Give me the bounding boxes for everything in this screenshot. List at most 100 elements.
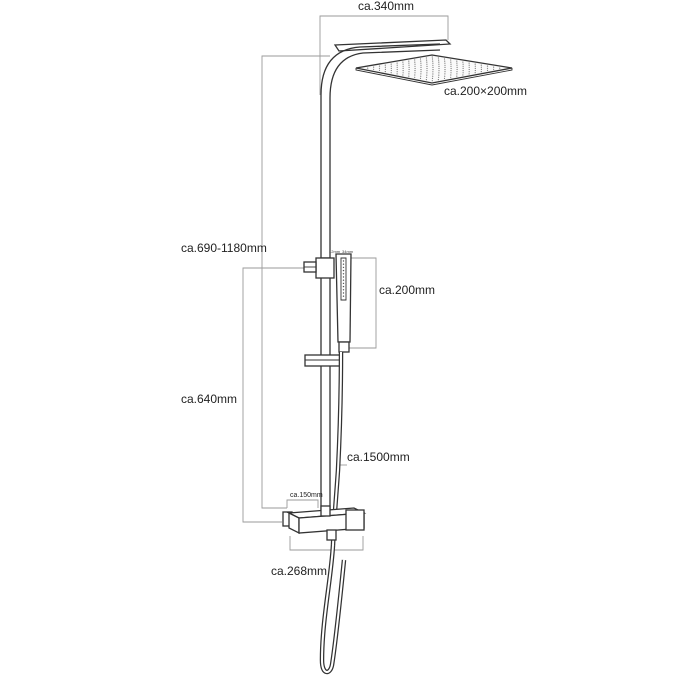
nozzle-dot — [456, 64, 458, 66]
nozzle-dot — [414, 63, 416, 65]
nozzle-dot — [432, 73, 434, 75]
nozzle-dot — [426, 74, 428, 76]
nozzle-dot — [450, 67, 452, 70]
nozzle-dot — [431, 58, 434, 60]
nozzle-dot — [444, 71, 446, 73]
hose-loop-core — [320, 544, 345, 673]
hand-nozzle-dot — [342, 289, 345, 291]
slide-bar-guide — [242, 267, 305, 523]
nozzle-dot — [390, 65, 392, 67]
nozzle-dot — [420, 73, 422, 75]
mixer-knob-right — [345, 509, 365, 531]
hand-nozzle-dot — [342, 269, 345, 272]
nozzle-dot — [419, 58, 422, 60]
nozzle-dot — [438, 72, 440, 74]
hand-nozzle-dot — [342, 266, 345, 269]
nozzle-dot — [390, 69, 392, 72]
nozzle-dot — [474, 69, 476, 72]
nozzle-dot — [431, 77, 434, 79]
hand-nozzle-dot — [342, 295, 345, 297]
nozzle-dot — [384, 71, 386, 73]
nozzle-dot — [486, 65, 489, 67]
nozzle-dot — [468, 64, 470, 66]
hand-shower-face — [340, 257, 347, 301]
nozzle-dot — [408, 71, 410, 73]
nozzle-dot — [468, 68, 470, 71]
nozzle-dot — [414, 76, 416, 78]
nozzle-dot — [384, 66, 386, 68]
hand-nozzle-dot — [342, 273, 345, 275]
hand-nozzle-dot — [342, 285, 345, 288]
nozzle-dot — [426, 67, 428, 70]
nozzle-dot — [408, 73, 410, 75]
nozzle-dot — [432, 71, 434, 73]
nozzle-dot — [419, 77, 422, 79]
nozzle-dot — [450, 74, 452, 76]
nozzle-dot — [426, 76, 428, 78]
nozzle-dot — [420, 60, 422, 62]
nozzle-dot — [438, 59, 440, 61]
nozzle-dot — [456, 73, 458, 75]
label-hand-shower-length: ca.200mm — [379, 283, 435, 297]
nozzle-dot — [426, 65, 428, 67]
nozzle-dot — [462, 65, 464, 67]
rain-shower-head — [333, 39, 513, 86]
nozzle-dot — [431, 56, 433, 58]
nozzle-dot — [402, 65, 404, 67]
nozzle-dot — [426, 63, 428, 65]
dimension-guides — [242, 15, 449, 551]
label-mixer-width: ca.268mm — [271, 564, 327, 578]
nozzle-dot — [438, 65, 440, 67]
nozzle-dot — [443, 77, 446, 79]
nozzle-dot — [378, 67, 381, 69]
nozzle-dot — [414, 72, 416, 74]
riser-bend-inner — [329, 49, 441, 258]
riser-bend — [320, 43, 441, 258]
nozzle-dot — [438, 70, 440, 72]
nozzle-dot — [432, 75, 434, 77]
nozzle-dot — [462, 61, 464, 63]
nozzle-dot — [443, 58, 446, 60]
nozzle-dot — [474, 67, 476, 69]
nozzle-dot — [414, 65, 416, 67]
label-mixer-spacing: ca.150mm — [290, 492, 323, 499]
nozzle-dot — [414, 67, 416, 70]
nozzle-dot — [444, 69, 446, 71]
nozzle-dot — [420, 69, 422, 71]
nozzle-dot — [468, 71, 470, 73]
nozzle-dot — [396, 73, 398, 75]
nozzle-dot — [390, 67, 392, 69]
nozzle-dot — [499, 67, 501, 69]
nozzle-dot — [438, 67, 440, 70]
shower-head-nozzles — [367, 56, 501, 82]
nozzle-dot — [480, 71, 482, 73]
nozzle-dot — [444, 66, 446, 68]
nozzle-dot — [438, 61, 440, 63]
nozzle-dot — [474, 63, 476, 65]
nozzle-dot — [462, 74, 464, 76]
nozzle-dot — [426, 61, 428, 63]
nozzle-dot — [378, 69, 381, 71]
hand-nozzle-dot — [342, 276, 345, 278]
hand-nozzle-dot — [342, 263, 345, 265]
nozzle-dot — [450, 63, 452, 65]
nozzle-dot — [420, 71, 422, 73]
height-range-guide — [261, 55, 330, 509]
nozzle-dot — [426, 70, 428, 72]
nozzle-dot — [420, 62, 422, 64]
nozzle-dot — [414, 74, 416, 76]
nozzle-dot — [468, 62, 470, 64]
hand-shower-label-left: 12mm — [329, 249, 341, 254]
nozzle-dot — [402, 63, 404, 65]
nozzle-dot — [468, 66, 470, 68]
nozzle-dot — [420, 66, 422, 68]
nozzle-dot — [373, 68, 375, 70]
nozzle-dot — [420, 64, 422, 66]
nozzle-dot — [450, 61, 452, 63]
nozzle-dot — [456, 75, 458, 77]
nozzle-dot — [414, 59, 416, 61]
nozzle-dot — [414, 61, 416, 63]
nozzle-dot — [462, 63, 464, 65]
label-hose-length: ca.1500mm — [347, 450, 410, 464]
